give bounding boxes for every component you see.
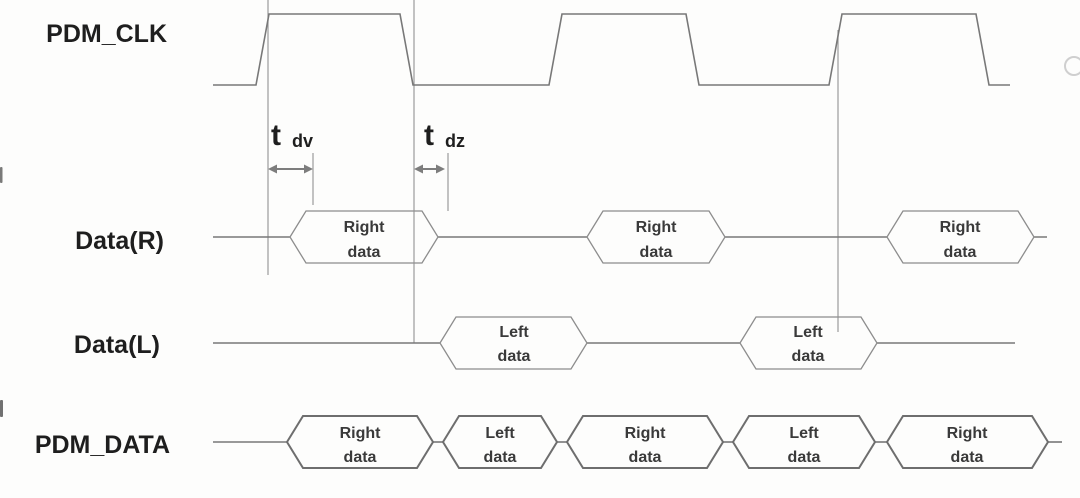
- data-r-bubble-2-line1: Right: [636, 219, 678, 236]
- tdv-arrowhead-left: [268, 164, 277, 174]
- pdm-data-bubble-2-line1: Left: [485, 425, 515, 442]
- data-l-bubble-2-line2: data: [792, 348, 825, 365]
- pdm-data-bubble-2-line2: data: [484, 449, 517, 466]
- pdm-data-bubble-1: [285, 415, 435, 469]
- data-r-bubble-3: [886, 210, 1035, 264]
- left-edge-artifact-1: [0, 167, 3, 183]
- pdm-data-bubble-5-line1: Right: [947, 425, 989, 442]
- tdv-subscript: dv: [292, 131, 313, 151]
- pdm-data-label: PDM_DATA: [35, 431, 170, 459]
- pdm-data-bubble-3-line2: data: [629, 449, 662, 466]
- pdm-data-bubble-4: [731, 415, 877, 469]
- tdv-arrowhead-right: [304, 164, 313, 174]
- pdm-data-bubble-5-line2: data: [951, 449, 984, 466]
- pdm-data-bubble-5: [885, 415, 1050, 469]
- data-r-bubble-1: [289, 210, 439, 264]
- left-edge-artifact-2: [0, 400, 3, 417]
- pdm-data-bubble-1-line1: Right: [340, 425, 382, 442]
- pdm-data-bubble-3-line1: Right: [625, 425, 667, 442]
- data-l-bubble-1: [439, 316, 588, 370]
- pdm-data-bubble-4-line1: Left: [789, 425, 819, 442]
- data-l-bubble-2: [739, 316, 878, 370]
- data-l-bubble-1-line1: Left: [499, 324, 529, 341]
- data-l-bubble-1-line2: data: [498, 348, 531, 365]
- pdm-clk-waveform: [213, 13, 1010, 86]
- pdm-data-bubble-4-line2: data: [788, 449, 821, 466]
- tdz-subscript: dz: [445, 131, 465, 151]
- watermark-circle-artifact: [1064, 56, 1080, 76]
- tdz-arrowhead-left: [414, 164, 423, 174]
- tdv-symbol: t: [271, 119, 281, 152]
- pdm-data-bubble-1-line2: data: [344, 449, 377, 466]
- data-r-bubble-1-line2: data: [348, 244, 381, 261]
- data-r-label: Data(R): [75, 227, 164, 255]
- tdz-arrowhead-right: [436, 164, 445, 174]
- data-r-bubble-3-line2: data: [944, 244, 977, 261]
- data-l-label: Data(L): [74, 331, 160, 359]
- pdm-data-bubble-2: [441, 415, 559, 469]
- data-r-bubble-2-line2: data: [640, 244, 673, 261]
- data-r-bubble-3-line1: Right: [940, 219, 982, 236]
- data-r-bubble-1-line1: Right: [344, 219, 386, 236]
- tdz-symbol: t: [424, 119, 434, 152]
- pdm-clk-label: PDM_CLK: [46, 20, 167, 48]
- data-r-bubble-2: [586, 210, 726, 264]
- data-l-bubble-2-line1: Left: [793, 324, 823, 341]
- pdm-data-bubble-3: [565, 415, 725, 469]
